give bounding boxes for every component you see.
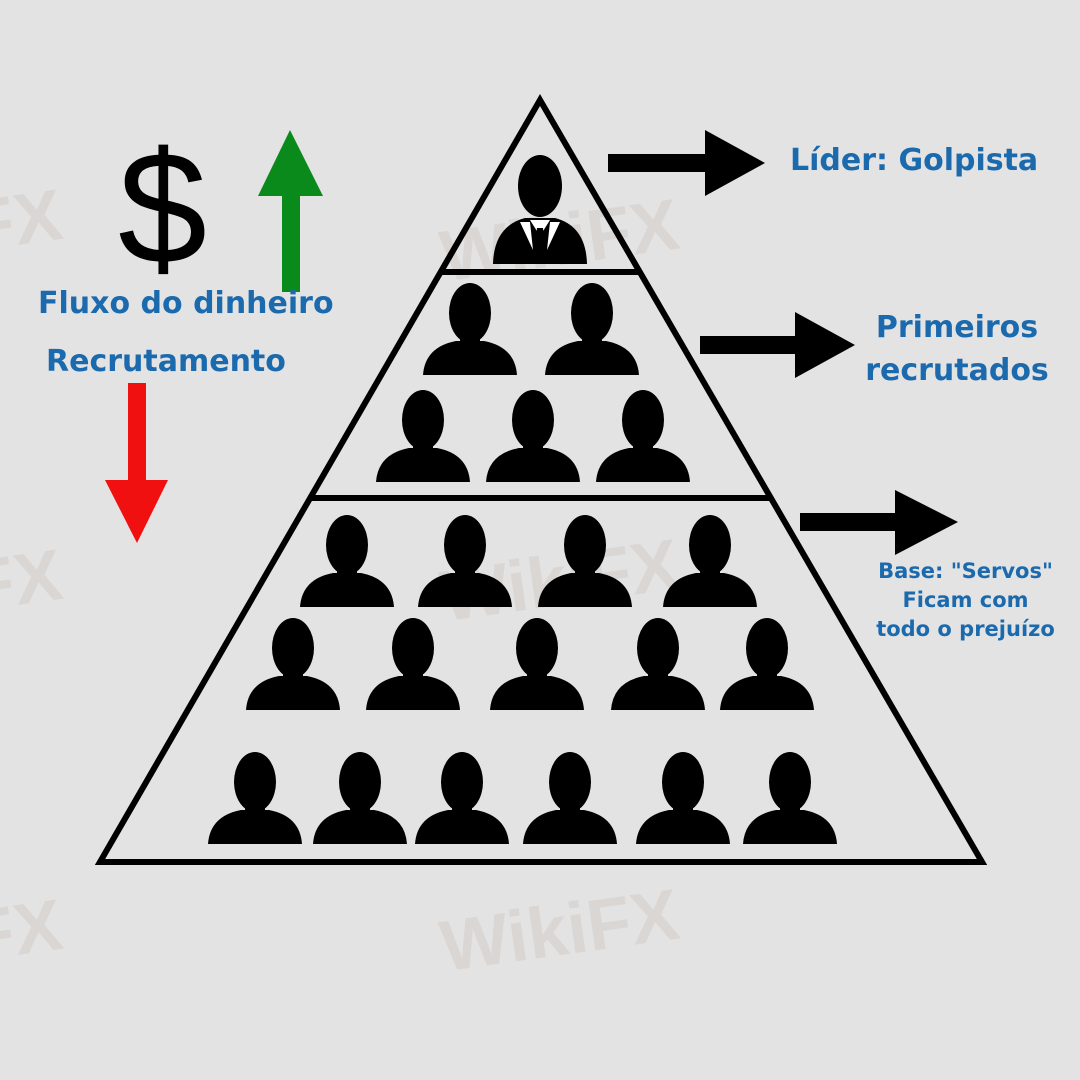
base-label: Base: "Servos" Ficam com todo o prejuízo [858, 557, 1073, 644]
money-flow-label: Fluxo do dinheiro [38, 286, 334, 321]
person-icon [538, 515, 632, 607]
arrow-down-icon [105, 383, 168, 543]
person-icon [246, 618, 340, 710]
person-icon [208, 752, 302, 844]
tier-first-recruits [376, 283, 690, 482]
leader-figure [493, 155, 587, 264]
recruitment-label: Recrutamento [46, 344, 286, 379]
first-recruits-line: recrutados [865, 353, 1049, 388]
base-line: Base: "Servos" [878, 559, 1053, 583]
person-icon [636, 752, 730, 844]
person-icon [490, 618, 584, 710]
person-icon [423, 283, 517, 375]
person-icon [663, 515, 757, 607]
arrow-right-icon [700, 312, 855, 378]
first-recruits-line: Primeiros [875, 310, 1039, 345]
person-icon [545, 283, 639, 375]
leader-label: Líder: Golpista [790, 143, 1039, 178]
arrow-right-icon [608, 130, 765, 196]
tier-base [208, 515, 837, 844]
person-icon [486, 390, 580, 482]
pyramid-outline [94, 94, 988, 865]
person-icon [418, 515, 512, 607]
person-icon [720, 618, 814, 710]
arrow-up-icon [258, 130, 323, 292]
base-line: todo o prejuízo [876, 617, 1055, 641]
base-line: Ficam com [902, 588, 1029, 612]
first-recruits-label: Primeiros recrutados [852, 306, 1062, 392]
person-icon [596, 390, 690, 482]
person-icon [523, 752, 617, 844]
dollar-icon: $ [118, 118, 207, 297]
person-icon [611, 618, 705, 710]
person-icon [366, 618, 460, 710]
person-icon [415, 752, 509, 844]
person-icon [743, 752, 837, 844]
arrow-right-icon [800, 490, 958, 555]
person-icon [376, 390, 470, 482]
person-icon [313, 752, 407, 844]
person-icon [300, 515, 394, 607]
